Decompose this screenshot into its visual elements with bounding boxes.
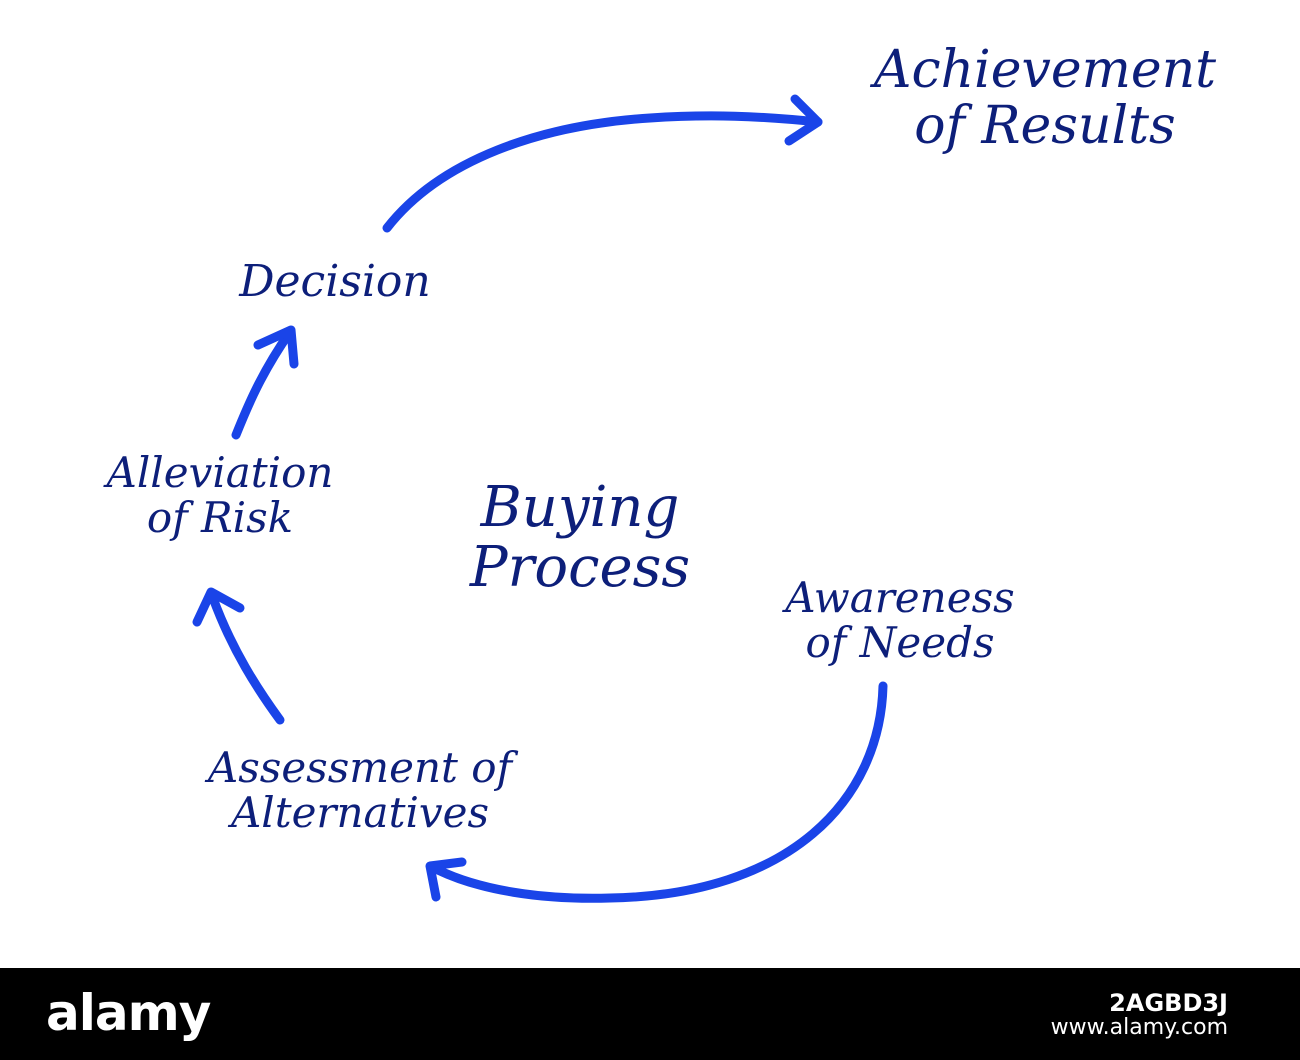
- stage-label-line: Assessment of: [207, 743, 513, 792]
- stock-url: www.alamy.com: [1050, 1015, 1228, 1041]
- stage-label-line: Achievement: [873, 40, 1217, 100]
- image-id: 2AGBD3J: [1109, 989, 1228, 1017]
- stage-decision: Decision: [180, 258, 490, 306]
- stage-awareness-of-needs: Awareness of Needs: [740, 575, 1060, 666]
- stock-info: 2AGBD3J www.alamy.com: [1051, 990, 1228, 1041]
- stage-label-line: Alleviation: [106, 448, 334, 497]
- stage-label-line: of Risk: [146, 493, 294, 543]
- stage-label-line: Alternatives: [230, 788, 490, 838]
- stage-achievement-of-results: Achievement of Results: [815, 42, 1275, 154]
- arrow-awareness-to-assessment: [425, 681, 888, 903]
- watermark-footer: alamy 2AGBD3J www.alamy.com: [0, 968, 1300, 1060]
- stage-label-line: Decision: [239, 256, 431, 307]
- stage-label-line: of Needs: [805, 618, 995, 668]
- arrow-assessment-to-alleviation: [192, 587, 285, 725]
- stage-alleviation-of-risk: Alleviation of Risk: [40, 450, 400, 541]
- diagram-canvas: Achievement of Results Decision Alleviat…: [40, 41, 1275, 903]
- brand-logo: alamy: [46, 984, 211, 1042]
- arrows-layer: [192, 94, 888, 903]
- arrow-decision-to-achievement: [382, 94, 823, 233]
- arrow-alleviation-to-decision: [231, 325, 299, 440]
- title-line: Buying: [480, 475, 680, 540]
- stage-label-line: of Results: [914, 96, 1176, 157]
- stage-label-line: Awareness: [785, 573, 1015, 622]
- diagram-title: Buying Process: [410, 475, 750, 601]
- title-line: Process: [469, 535, 691, 601]
- stage-assessment-of-alternatives: Assessment of Alternatives: [150, 745, 570, 836]
